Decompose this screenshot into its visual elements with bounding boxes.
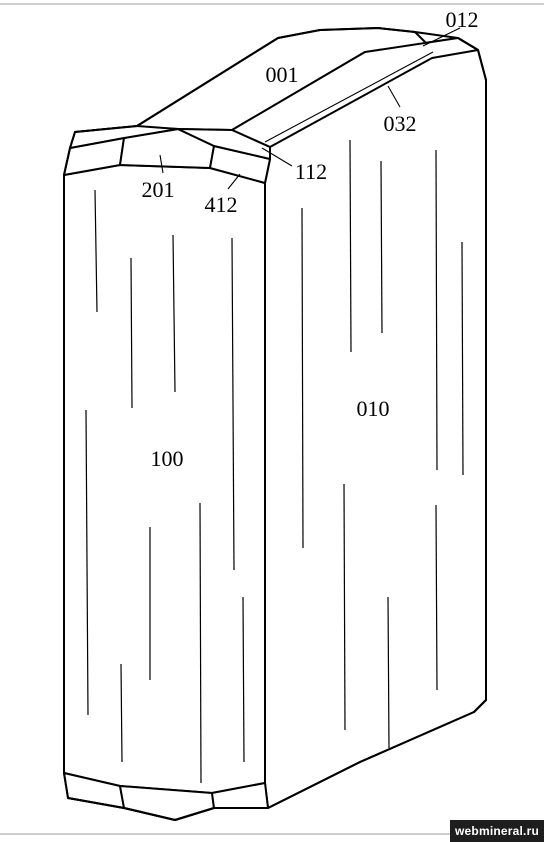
- edge-032-inner: [264, 51, 434, 143]
- label-001: 001: [266, 62, 299, 87]
- label-032: 032: [384, 111, 417, 136]
- label-012: 012: [446, 7, 479, 32]
- face-bottom-center: [119, 785, 215, 821]
- label-201: 201: [142, 177, 175, 202]
- label-100: 100: [151, 446, 184, 471]
- striations-010: [301, 139, 464, 749]
- crystal-outline: [63, 27, 487, 821]
- striations-100: [85, 189, 245, 784]
- label-010: 010: [357, 396, 390, 421]
- label-112: 112: [295, 159, 327, 184]
- label-412: 412: [205, 192, 238, 217]
- leader-lines: [159, 27, 461, 190]
- face-100: [63, 164, 266, 794]
- watermark-badge: webmineral.ru: [450, 820, 544, 842]
